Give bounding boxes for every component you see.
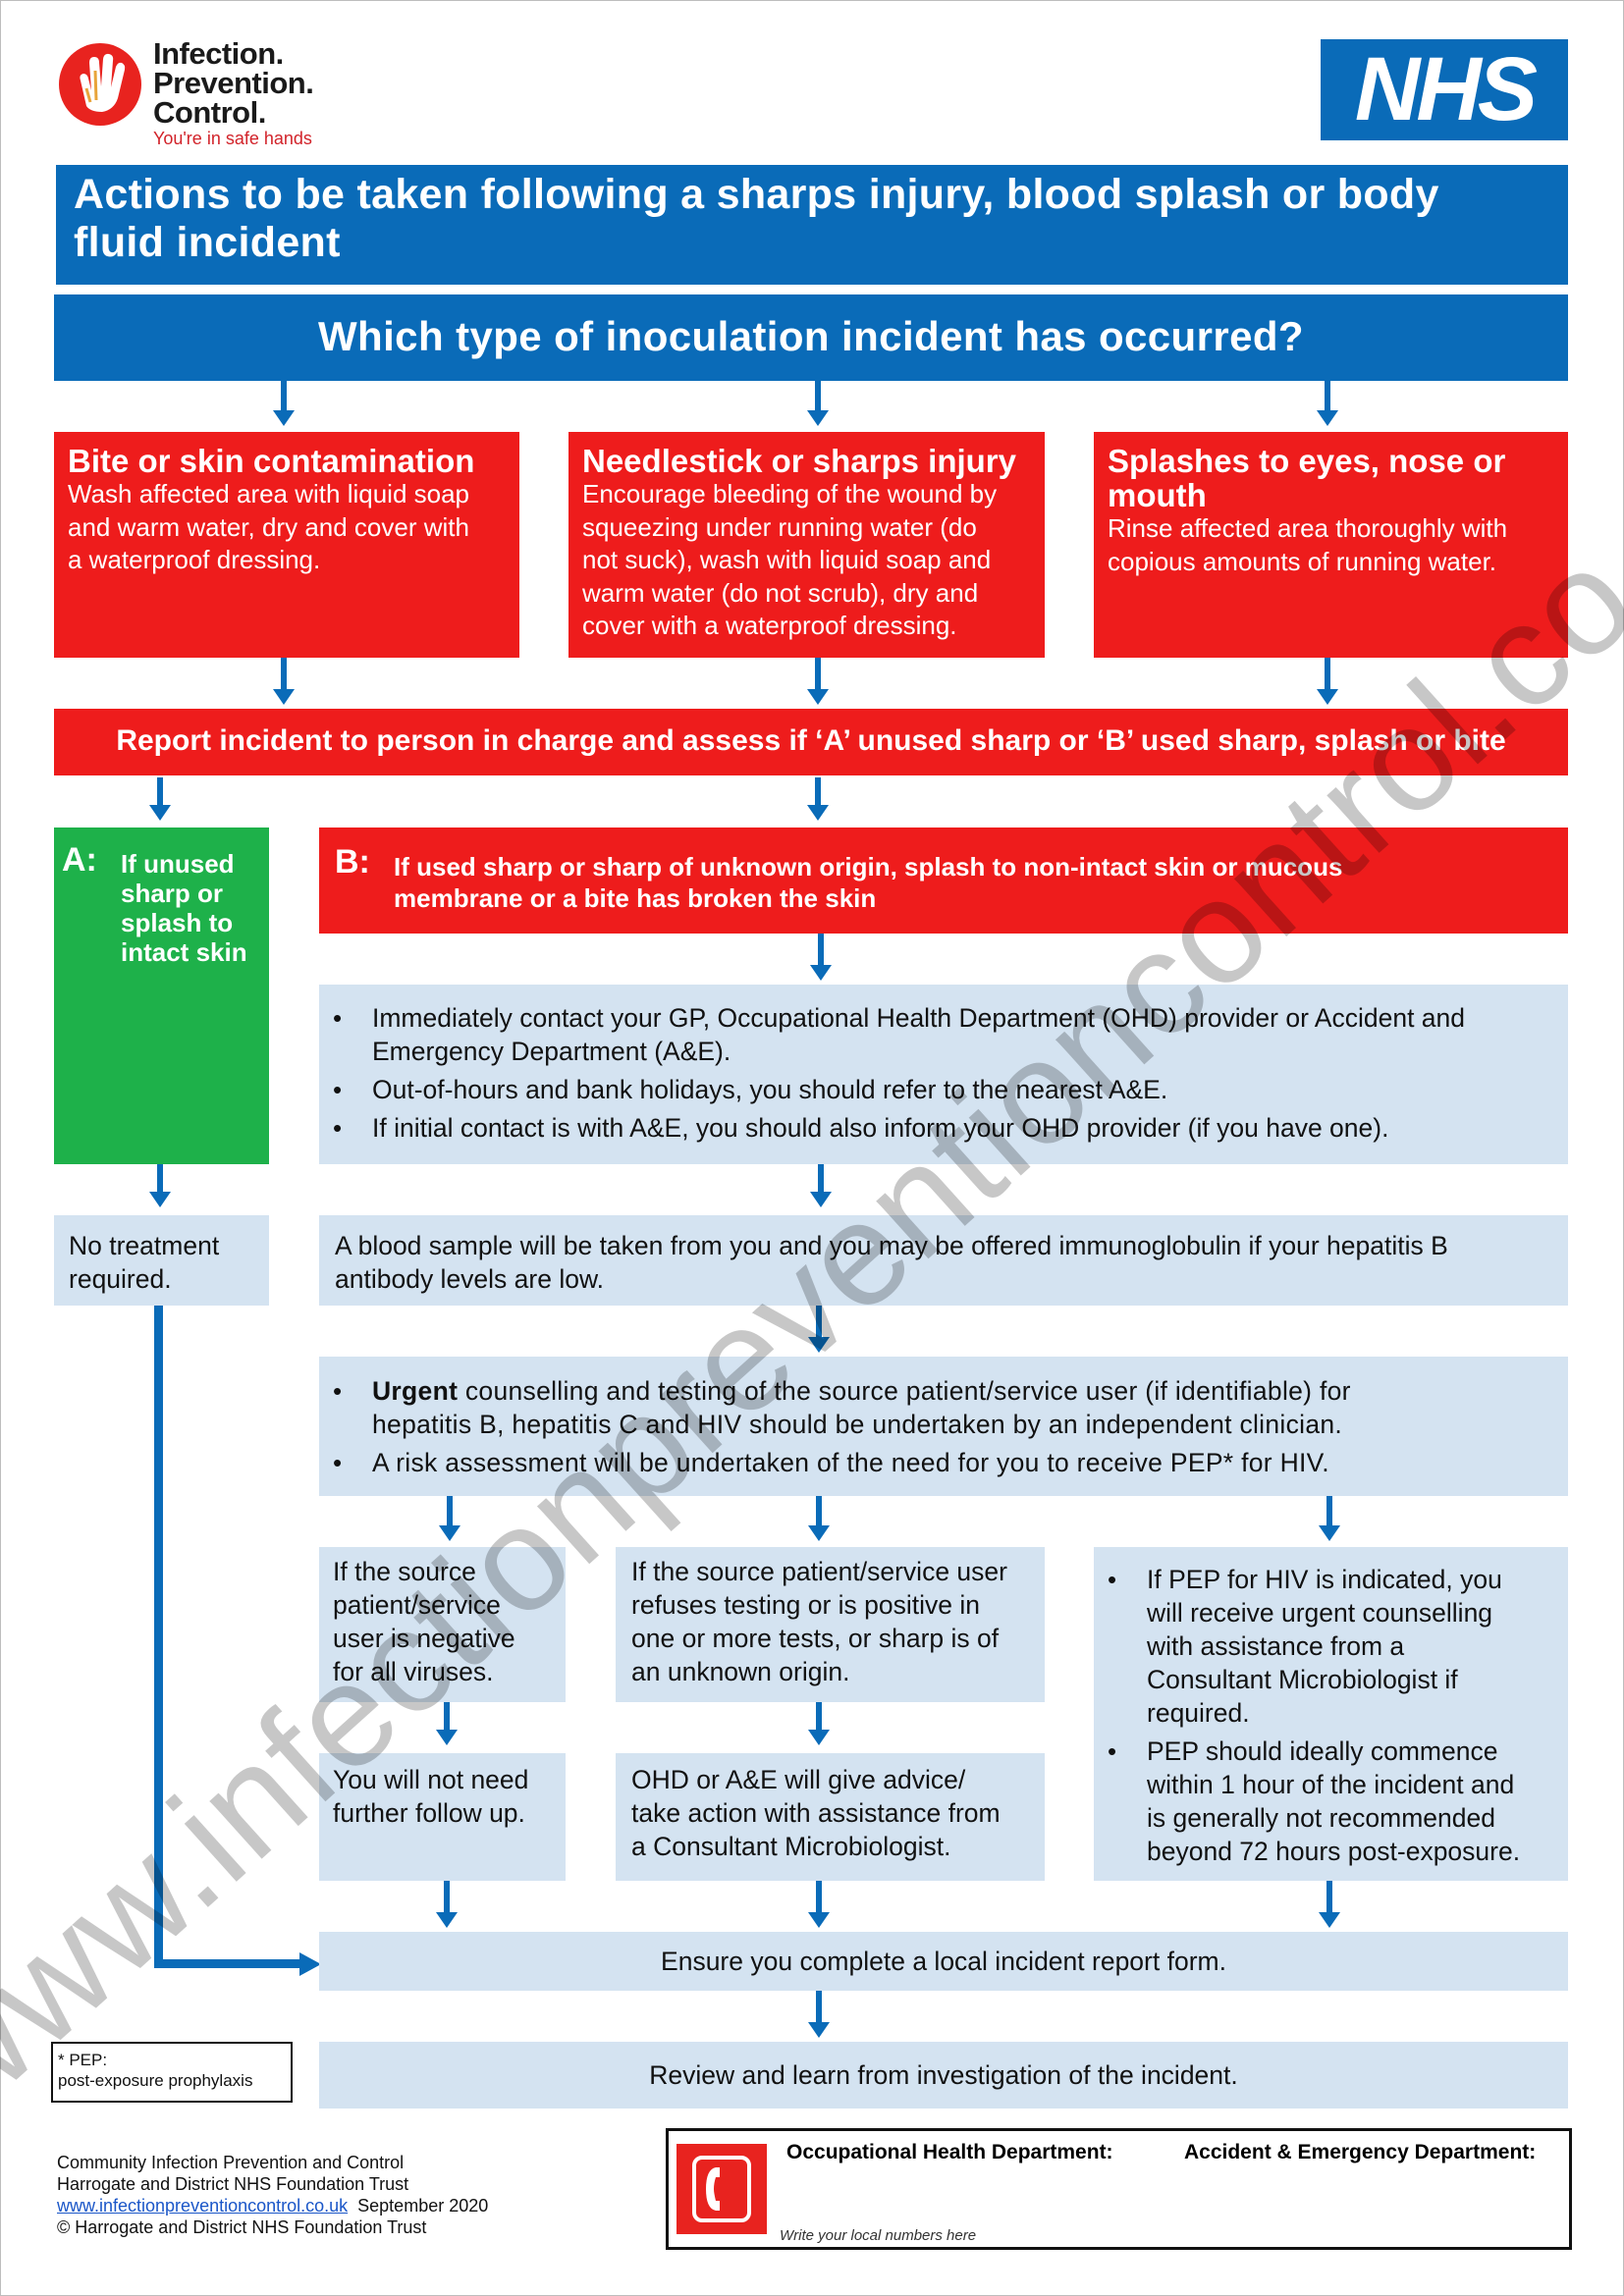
arrow-down: [808, 1702, 830, 1745]
arrow-down: [439, 1496, 460, 1541]
list-item: Urgent counselling and testing of the so…: [319, 1374, 1568, 1441]
no-treatment-box: No treatment required.: [54, 1215, 269, 1306]
positive-result-box: If the source patient/service user refus…: [616, 1547, 1045, 1702]
write-numbers-note: Write your local numbers here: [780, 2227, 977, 2244]
connector-line: [154, 1959, 301, 1968]
arrow-down: [1319, 1496, 1340, 1541]
needlestick-box: Needlestick or sharps injury Encourage b…: [568, 432, 1045, 658]
arrow-down: [273, 658, 295, 705]
arrow-down: [149, 777, 171, 821]
list-item: If initial contact is with A&E, you shou…: [319, 1111, 1568, 1145]
arrow-down: [808, 1496, 830, 1541]
arrow-down: [807, 777, 829, 821]
option-b-box: B: If used sharp or sharp of unknown ori…: [319, 828, 1568, 934]
arrow-down: [807, 381, 829, 426]
hand-icon: [59, 43, 141, 126]
option-b-text: If used sharp or sharp of unknown origin…: [394, 852, 1343, 913]
arrow-down: [810, 934, 832, 981]
blood-sample-box: A blood sample will be taken from you an…: [319, 1215, 1568, 1306]
list-item: A risk assessment will be undertaken of …: [319, 1446, 1568, 1479]
contact-box: Immediately contact your GP, Occupationa…: [319, 985, 1568, 1164]
ohd-label: Occupational Health Department:: [786, 2141, 1113, 2163]
logo-tagline: You're in safe hands: [153, 129, 312, 148]
arrow-down: [1317, 381, 1338, 426]
list-item: Immediately contact your GP, Occupationa…: [319, 1001, 1568, 1068]
arrow-down: [149, 1164, 171, 1207]
negative-result-box: If the source patient/service user is ne…: [319, 1547, 566, 1702]
splash-box: Splashes to eyes, nose or mouth Rinse af…: [1094, 432, 1568, 658]
phone-icon: [677, 2144, 767, 2234]
ipc-logo: Infection. Prevention. Control. You're i…: [57, 36, 342, 157]
ae-label: Accident & Emergency Department:: [1184, 2141, 1537, 2163]
arrow-down: [807, 658, 829, 705]
incident-type-question: Which type of inoculation incident has o…: [54, 294, 1568, 381]
arrow-down: [1317, 658, 1338, 705]
local-numbers-box: Occupational Health Department: Accident…: [666, 2128, 1572, 2250]
urgent-counselling-box: Urgent counselling and testing of the so…: [319, 1357, 1568, 1496]
pep-definition: * PEP: post-exposure prophylaxis: [51, 2042, 293, 2103]
arrow-down: [436, 1881, 458, 1928]
option-a-text: If unused sharp or splash to intact skin: [121, 849, 247, 967]
arrow-right: [299, 1952, 321, 1976]
report-incident-banner: Report incident to person in charge and …: [54, 709, 1568, 775]
arrow-down: [808, 1881, 830, 1928]
arrow-down: [808, 1306, 830, 1353]
logo-text: Infection. Prevention. Control. You're i…: [153, 36, 314, 148]
review-box: Review and learn from investigation of t…: [319, 2042, 1568, 2109]
arrow-down: [436, 1702, 458, 1745]
nhs-logo: NHS: [1321, 39, 1568, 140]
page-title: Actions to be taken following a sharps i…: [56, 165, 1568, 285]
arrow-down: [808, 1991, 830, 2038]
arrow-down: [810, 1164, 832, 1207]
no-follow-up-box: You will not need further follow up.: [319, 1753, 566, 1881]
option-a-box: A: If unused sharp or splash to intact s…: [54, 828, 269, 1164]
arrow-down: [273, 381, 295, 426]
incident-report-box: Ensure you complete a local incident rep…: [319, 1932, 1568, 1991]
ohd-advice-box: OHD or A&E will give advice/ take action…: [616, 1753, 1045, 1881]
arrow-down: [1319, 1881, 1340, 1928]
footer-credits: Community Infection Prevention and Contr…: [57, 2153, 489, 2237]
connector-line: [154, 1306, 163, 1968]
website-link[interactable]: www.infectionpreventioncontrol.co.uk: [57, 2196, 349, 2216]
urgent-list: Urgent counselling and testing of the so…: [319, 1374, 1568, 1479]
bite-skin-box: Bite or skin contamination Wash affected…: [54, 432, 519, 658]
contact-list: Immediately contact your GP, Occupationa…: [319, 1001, 1568, 1145]
list-item: Out-of-hours and bank holidays, you shou…: [319, 1073, 1568, 1106]
